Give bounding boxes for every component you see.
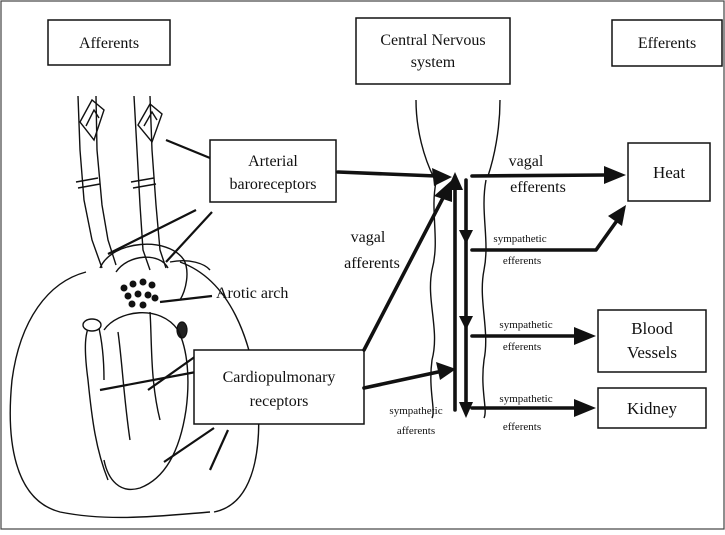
cardio-label-line1: Cardiopulmonary <box>223 369 336 386</box>
blood-label-line2: Vessels <box>627 343 677 362</box>
sympathetic-heat-label-1: sympathetic <box>493 233 546 245</box>
vagal-to-heat-arrow <box>472 175 606 176</box>
cns-header-line2: system <box>411 54 456 71</box>
vagal-afferents-label-line2: afferents <box>344 255 400 272</box>
cardio-sympathetic-arrowhead <box>436 362 456 380</box>
arotic-arch-label: Arotic arch <box>216 285 288 302</box>
arterial-label-line1: Arterial <box>248 153 298 170</box>
cardiopulmonary-receptors-box <box>194 350 364 424</box>
vagal-to-heat-arrowhead <box>604 166 626 184</box>
vagal-afferents-label-line1: vagal <box>351 229 386 246</box>
sympathetic-afferents-label-2: afferents <box>397 425 435 437</box>
cns-descending-head-1 <box>459 230 473 244</box>
sympathetic-to-blood-arrowhead <box>574 327 596 345</box>
afferents-header: Afferents <box>79 35 139 52</box>
sympathetic-kidney-label-2: efferents <box>503 421 541 433</box>
blood-label-line1: Blood <box>631 319 673 338</box>
vagal-efferents-label-line1: vagal <box>509 153 544 170</box>
sympathetic-kidney-label-1: sympathetic <box>499 393 552 405</box>
heat-label: Heat <box>653 163 685 182</box>
cns-header-line1: Central Nervous <box>380 32 485 49</box>
cns-descending-head-2 <box>459 316 473 330</box>
cardio-sympathetic-arrow <box>364 372 438 388</box>
vagal-efferents-label-line2: efferents <box>510 179 566 196</box>
efferents-header: Efferents <box>638 35 696 52</box>
arterial-to-cns-arrow <box>338 172 436 176</box>
arterial-label-line2: baroreceptors <box>229 176 316 193</box>
sympathetic-blood-label-2: efferents <box>503 341 541 353</box>
cardio-label-line2: receptors <box>250 393 309 410</box>
sympathetic-heat-label-2: efferents <box>503 255 541 267</box>
cns-outline <box>416 100 500 418</box>
cns-ascending-arrowhead <box>447 172 463 190</box>
sympathetic-afferents-label-1: sympathetic <box>389 405 442 417</box>
kidney-label: Kidney <box>627 399 678 418</box>
cns-header-box <box>356 18 510 84</box>
cns-descending-head-3 <box>459 402 473 418</box>
sympathetic-blood-label-1: sympathetic <box>499 319 552 331</box>
sympathetic-to-kidney-arrowhead <box>574 399 596 417</box>
